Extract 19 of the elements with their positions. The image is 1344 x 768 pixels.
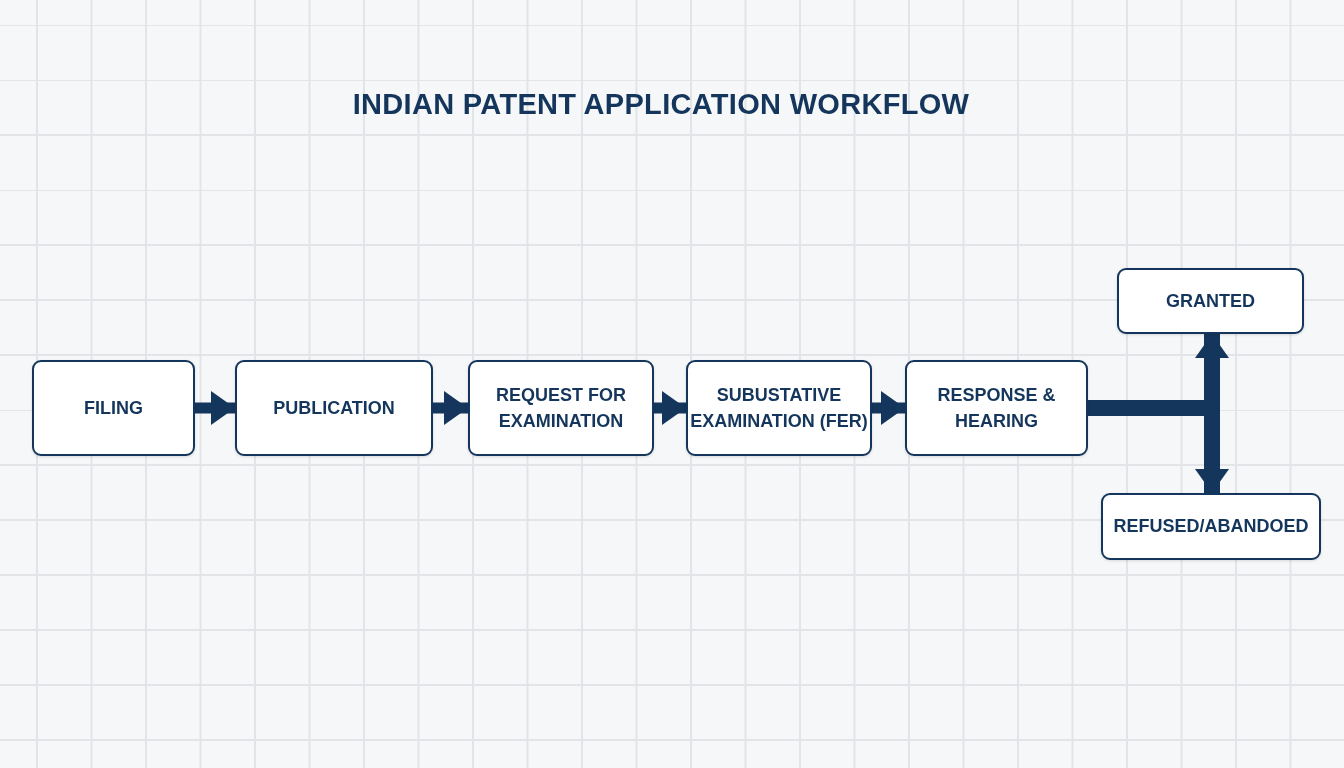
box-label: REQUEST FOR EXAMINATION [495,383,627,433]
box-label: GRANTED [1166,289,1255,313]
process-box [686,360,872,456]
arrow [433,391,468,425]
box-label: RESPONSE & HEARING [936,383,1057,433]
process-box [905,360,1088,456]
arrow [872,391,905,425]
arrow [195,391,235,425]
box-label: SUBUSTATIVE EXAMINATION (FER) [689,383,869,433]
box-label: REFUSED/ABANDOED [1113,515,1309,539]
box-label: FILING [84,396,143,420]
process-box [32,360,195,456]
process-box [468,360,654,456]
diagram-title: INDIAN PATENT APPLICATION WORKFLOW [351,88,971,121]
process-box [1101,493,1321,560]
process-box [1117,268,1304,334]
process-box [235,360,433,456]
arrow [654,391,686,425]
box-label: PUBLICATION [273,396,395,420]
